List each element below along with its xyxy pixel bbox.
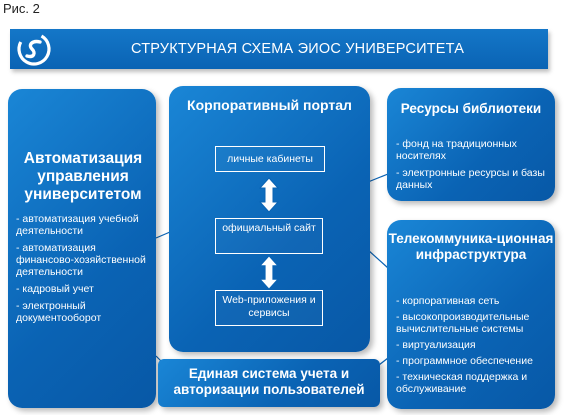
- list-item: - фонд на традиционных носителях: [396, 138, 517, 162]
- automation-block: Автоматизация управления университетом -…: [8, 89, 156, 408]
- list-item: - электронные ресурсы и базы данных: [396, 167, 545, 191]
- portal-box-site: официальный сайт: [215, 218, 323, 254]
- portal-block: Корпоративный портал личные кабинеты офи…: [169, 86, 370, 352]
- portal-box-cabinets: личные кабинеты: [215, 146, 325, 172]
- telecom-block: Телекоммуника-ционная инфраструктура - к…: [387, 220, 555, 409]
- double-arrow-icon: [258, 177, 280, 213]
- double-arrow-icon: [259, 255, 279, 290]
- auth-block: Единая система учета и авторизации польз…: [158, 359, 380, 407]
- list-item: - высокопроизводительные вычислительные …: [396, 311, 530, 335]
- library-block: Ресурсы библиотеки - фонд на традиционны…: [387, 88, 555, 201]
- banner-title: СТРУКТУРНАЯ СХЕМА ЭИОС УНИВЕРСИТЕТА: [131, 41, 465, 57]
- auth-title: Единая система учета и авторизации польз…: [173, 366, 365, 397]
- list-item: - кадровый учет: [16, 283, 94, 295]
- list-item: - программное обеспечение: [396, 355, 533, 367]
- list-item: - корпоративная сеть: [396, 295, 500, 307]
- telecom-title: Телекоммуника-ционная инфраструктура: [388, 231, 554, 262]
- automation-title: Автоматизация управления университетом: [23, 150, 143, 203]
- automation-list: - автоматизация учебной деятельности - а…: [16, 213, 152, 329]
- portal-title: Корпоративный портал: [187, 97, 352, 113]
- list-item: - электронный документооборот: [16, 300, 102, 324]
- list-item: - техническая поддержка и обслуживание: [396, 371, 528, 395]
- list-item: - виртуализация: [396, 339, 476, 351]
- connector-portal-telecom: [367, 249, 389, 269]
- connector-auth-telecom: [378, 357, 389, 366]
- list-item: - автоматизация финансово-хозяйственной …: [16, 242, 146, 278]
- connector-portal-library: [367, 173, 389, 183]
- library-list: - фонд на традиционных носителях - элект…: [396, 138, 548, 196]
- title-banner: СТРУКТУРНАЯ СХЕМА ЭИОС УНИВЕРСИТЕТА: [10, 29, 548, 69]
- connector-automation-portal: [155, 231, 171, 239]
- telecom-list: - корпоративная сеть - высокопроизводите…: [396, 295, 550, 399]
- library-title: Ресурсы библиотеки: [400, 101, 542, 116]
- portal-box-web-apps: Web-приложения и сервисы: [215, 290, 323, 326]
- swirl-logo-icon: [17, 32, 51, 66]
- figure-label: Рис. 2: [3, 1, 40, 16]
- list-item: - автоматизация учебной деятельности: [16, 213, 139, 237]
